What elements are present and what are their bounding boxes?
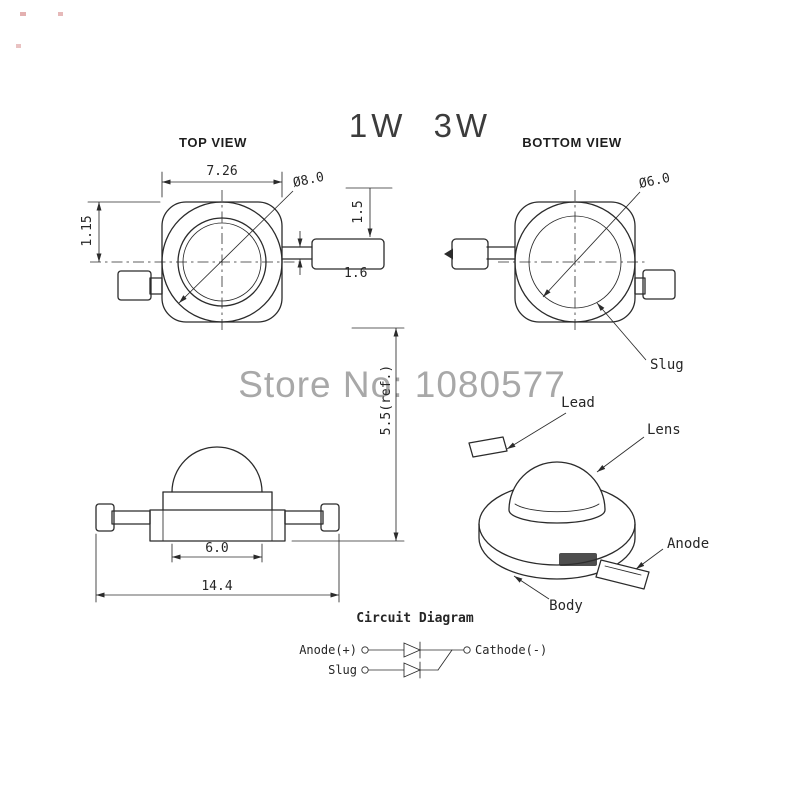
slug-callout: Slug <box>650 357 684 373</box>
bottom-view-label: BOTTOM VIEW <box>522 135 622 150</box>
dim-outer-diameter-group: Ø8.0 <box>178 170 326 304</box>
dim-lead-thickness: 1.5 <box>351 200 366 223</box>
perspective-anode-tab <box>595 559 650 590</box>
bottom-view: Ø6.0 Slug <box>444 171 684 373</box>
dim-height: 5.5(ref.) <box>379 365 394 435</box>
dim-lead-pitch: 1.6 <box>344 266 367 281</box>
perspective-lead-tab <box>468 436 508 458</box>
dim-lead-pitch-group: 1.6 <box>297 231 367 281</box>
slug-terminal <box>361 666 369 674</box>
top-view: 7.26 Ø8.0 1.15 1.5 1.6 <box>80 164 393 334</box>
top-view-left-lead <box>117 270 163 301</box>
lead-tip-mark <box>444 248 453 260</box>
dim-lead-offset: 1.15 <box>80 215 95 246</box>
watermark-text: Store No: 1080577 <box>238 364 566 405</box>
body-callout-group: Body <box>513 575 583 614</box>
side-view: 6.0 14.4 5.5(ref.) <box>95 327 405 603</box>
dim-body-width-group: 7.26 <box>161 164 283 198</box>
dim-overall-width-group: 14.4 <box>95 533 340 603</box>
dim-lens-base: 6.0 <box>205 541 228 556</box>
dim-outer-diameter: Ø8.0 <box>292 170 326 191</box>
dim-lead-thickness-group: 1.5 <box>345 187 393 237</box>
circuit-diagram: Circuit Diagram Anode(+) Slug Cathode(-) <box>299 611 547 679</box>
circuit-anode-label: Anode(+) <box>299 643 357 657</box>
dim-height-group: 5.5(ref.) <box>291 327 405 542</box>
perspective-lens-dome <box>508 461 606 524</box>
circuit-join-wire <box>437 649 453 671</box>
bottom-view-left-lead <box>444 238 516 270</box>
page-title: 1W 3W <box>349 107 491 144</box>
perspective-view: Lead Lens Anode Body <box>468 395 709 614</box>
lead-callout-group: Lead <box>506 395 595 450</box>
bottom-view-right-lead <box>634 269 676 300</box>
cathode-terminal <box>463 646 471 654</box>
anode-callout: Anode <box>667 536 709 552</box>
lens-callout: Lens <box>647 422 681 438</box>
perspective-lens-base-line <box>514 503 600 513</box>
side-view-body <box>149 509 286 542</box>
lead-callout: Lead <box>561 395 595 411</box>
lens-callout-group: Lens <box>596 422 681 473</box>
dim-slug-diameter-group: Ø6.0 <box>542 171 672 298</box>
scan-artifacts <box>16 12 63 48</box>
circuit-title: Circuit Diagram <box>356 611 474 626</box>
body-callout: Body <box>549 598 583 614</box>
perspective-cathode-mark <box>559 553 597 566</box>
side-view-right-lead <box>284 503 340 532</box>
perspective-anode-tab-detail <box>604 565 642 576</box>
diode-symbol-bottom <box>403 661 422 679</box>
side-view-dome <box>171 446 263 493</box>
dim-overall-width: 14.4 <box>201 579 232 594</box>
dim-lens-base-group: 6.0 <box>171 541 263 563</box>
dim-slug-diameter: Ø6.0 <box>638 171 672 192</box>
slug-callout-group: Slug <box>596 302 684 373</box>
dim-lead-offset-group: 1.15 <box>80 201 161 262</box>
top-view-label: TOP VIEW <box>179 135 247 150</box>
perspective-body-wall <box>478 523 636 580</box>
anode-terminal <box>361 646 369 654</box>
top-view-right-lead <box>281 238 385 270</box>
circuit-cathode-label: Cathode(-) <box>475 643 547 657</box>
anode-callout-group: Anode <box>635 536 709 570</box>
circuit-slug-label: Slug <box>328 663 357 677</box>
side-view-left-lead <box>95 503 151 532</box>
dim-body-width: 7.26 <box>206 164 237 179</box>
diode-symbol-top <box>403 641 422 659</box>
